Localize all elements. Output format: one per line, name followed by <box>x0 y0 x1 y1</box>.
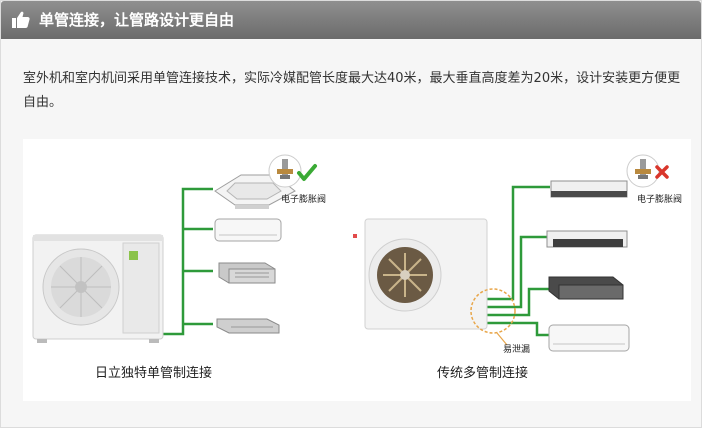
left-valve-label: 电子膨胀阀 <box>281 195 327 205</box>
right-piping <box>483 185 550 337</box>
left-outdoor-unit <box>32 234 164 343</box>
section-header: 单管连接，让管路设计更自由 <box>1 1 701 39</box>
cross-icon <box>655 165 669 179</box>
right-outdoor-unit <box>364 218 488 330</box>
right-indoor-duct-unit-2 <box>546 230 628 248</box>
red-dot <box>353 234 357 238</box>
section-title: 单管连接，让管路设计更自由 <box>39 11 235 29</box>
left-valve-badge <box>268 154 302 188</box>
comparison-diagram <box>32 154 669 352</box>
left-piping <box>163 187 213 336</box>
left-indoor-duct-unit <box>218 262 276 284</box>
left-indoor-slim-duct-unit <box>216 318 280 334</box>
right-valve-badge <box>626 154 660 188</box>
comparison-panel: 电子膨胀阀 电子膨胀阀 易泄漏 日立独特单管制连接 传统多管制连接 <box>23 139 691 401</box>
right-valve-label: 电子膨胀阀 <box>637 195 683 205</box>
right-caption: 传统多管制连接 <box>437 366 529 381</box>
right-indoor-duct-unit-1 <box>550 180 628 198</box>
thumbs-up-icon <box>12 11 30 28</box>
left-caption: 日立独特单管制连接 <box>95 366 213 381</box>
right-indoor-duct-unit-3 <box>548 276 624 300</box>
right-indoor-wall-unit <box>548 324 630 352</box>
left-indoor-wall-unit <box>214 218 282 242</box>
leak-label: 易泄漏 <box>503 345 531 355</box>
check-icon <box>297 164 317 181</box>
leak-highlight <box>470 288 516 346</box>
description-text: 室外机和室内机间采用单管连接技术，实际冷媒配管长度最大达40米，最大垂直高度差为… <box>23 71 681 110</box>
